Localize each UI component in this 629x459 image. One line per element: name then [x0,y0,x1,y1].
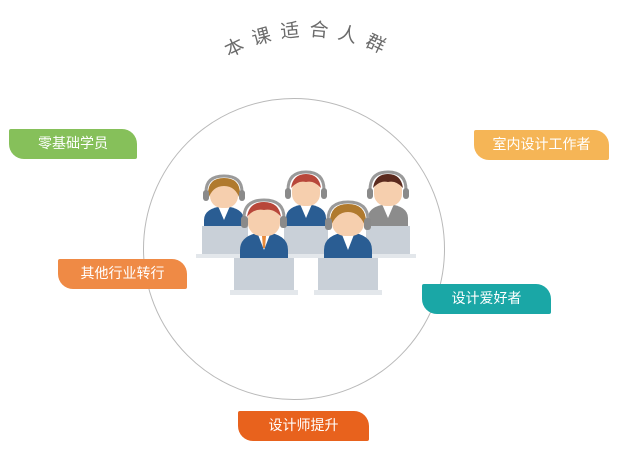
page-title: 本课适合人群 [221,19,397,62]
page-title-text: 本课适合人群 [221,19,388,62]
laptop-icon [284,226,328,256]
learner-icon [285,170,327,234]
tag-beginners: 零基础学员 [9,129,137,159]
laptop-icon [234,258,294,292]
learners-illustration [196,170,416,295]
learner-icon [240,198,288,282]
audience-circle [143,98,445,400]
learner-icon [367,170,409,234]
tag-design-enthusiasts: 设计爱好者 [422,284,551,314]
tag-designer-upgrade: 设计师提升 [238,411,369,441]
tag-career-changers: 其他行业转行 [58,259,187,289]
laptop-icon [366,226,410,256]
tag-interior-designers: 室内设计工作者 [474,130,609,160]
laptop-icon [318,258,378,292]
